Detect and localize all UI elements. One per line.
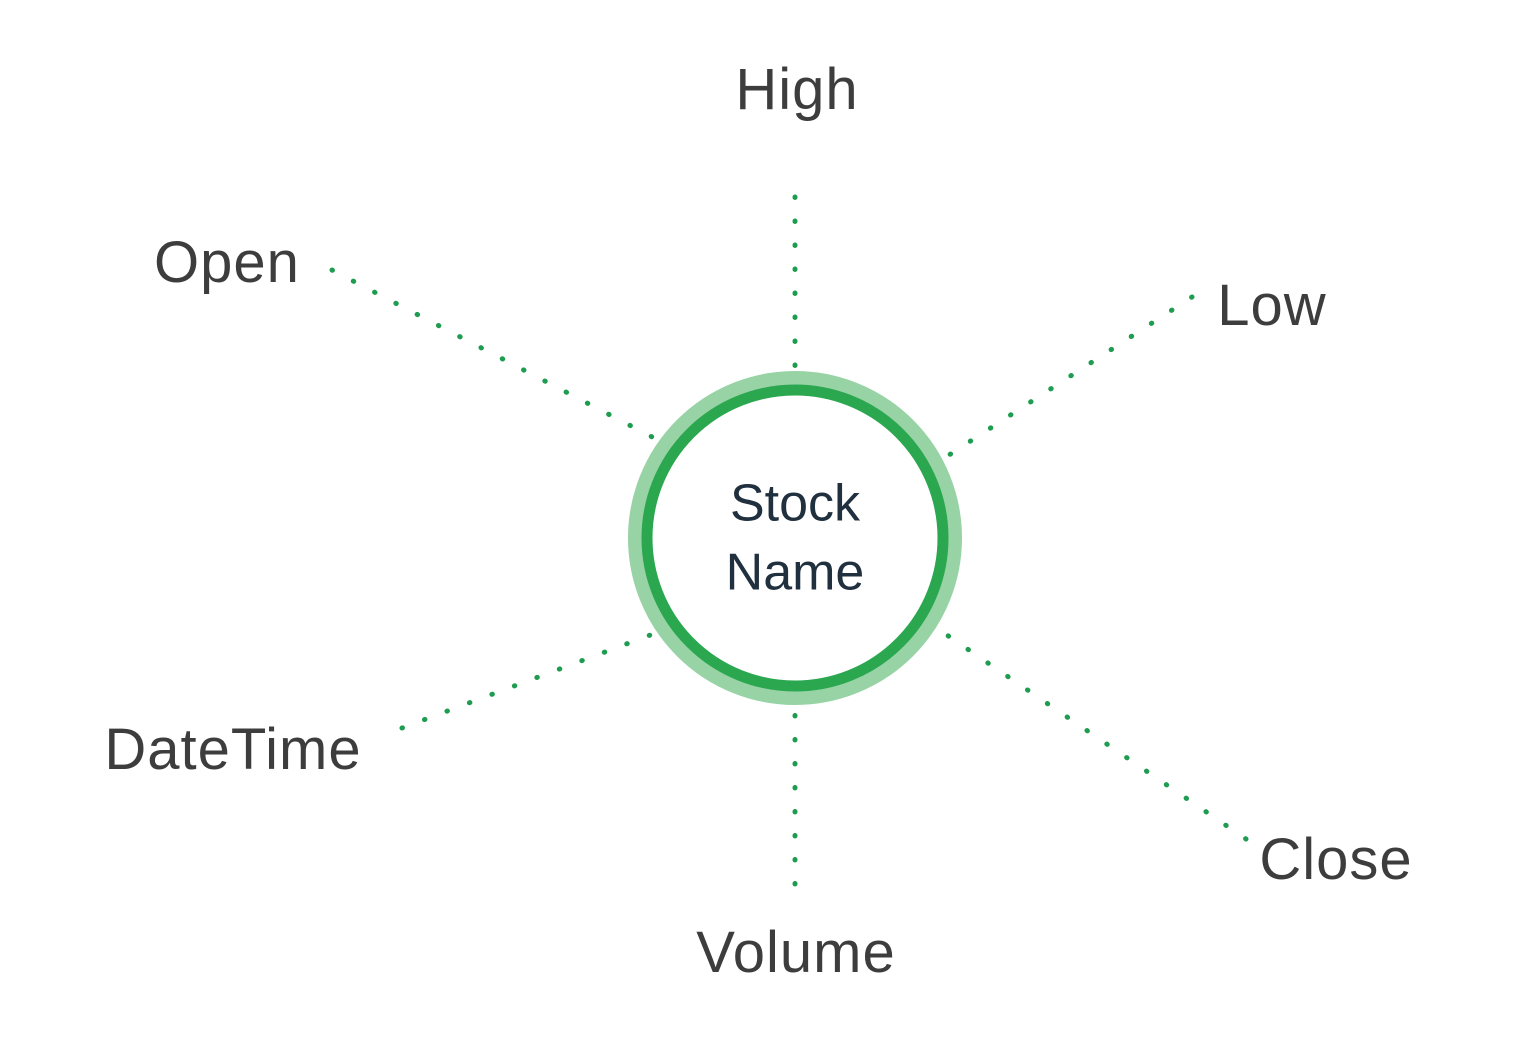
spoke-label-datetime: DateTime	[104, 717, 362, 782]
center-node-outer-glow-ring	[628, 371, 962, 705]
spoke-line-low	[943, 294, 1195, 460]
spoke-label-high: High	[735, 57, 859, 122]
spoke-label-volume: Volume	[696, 920, 896, 985]
center-node-ring	[641, 384, 949, 692]
spoke-label-low: Low	[1217, 273, 1327, 338]
spoke-label-close: Close	[1259, 827, 1413, 892]
center-node-label: Stock Name	[725, 474, 865, 601]
spoke-line-close	[941, 630, 1249, 842]
spoke-label-open: Open	[154, 230, 300, 295]
spoke-line-datetime	[399, 631, 656, 731]
spoke-line-open	[329, 267, 661, 443]
